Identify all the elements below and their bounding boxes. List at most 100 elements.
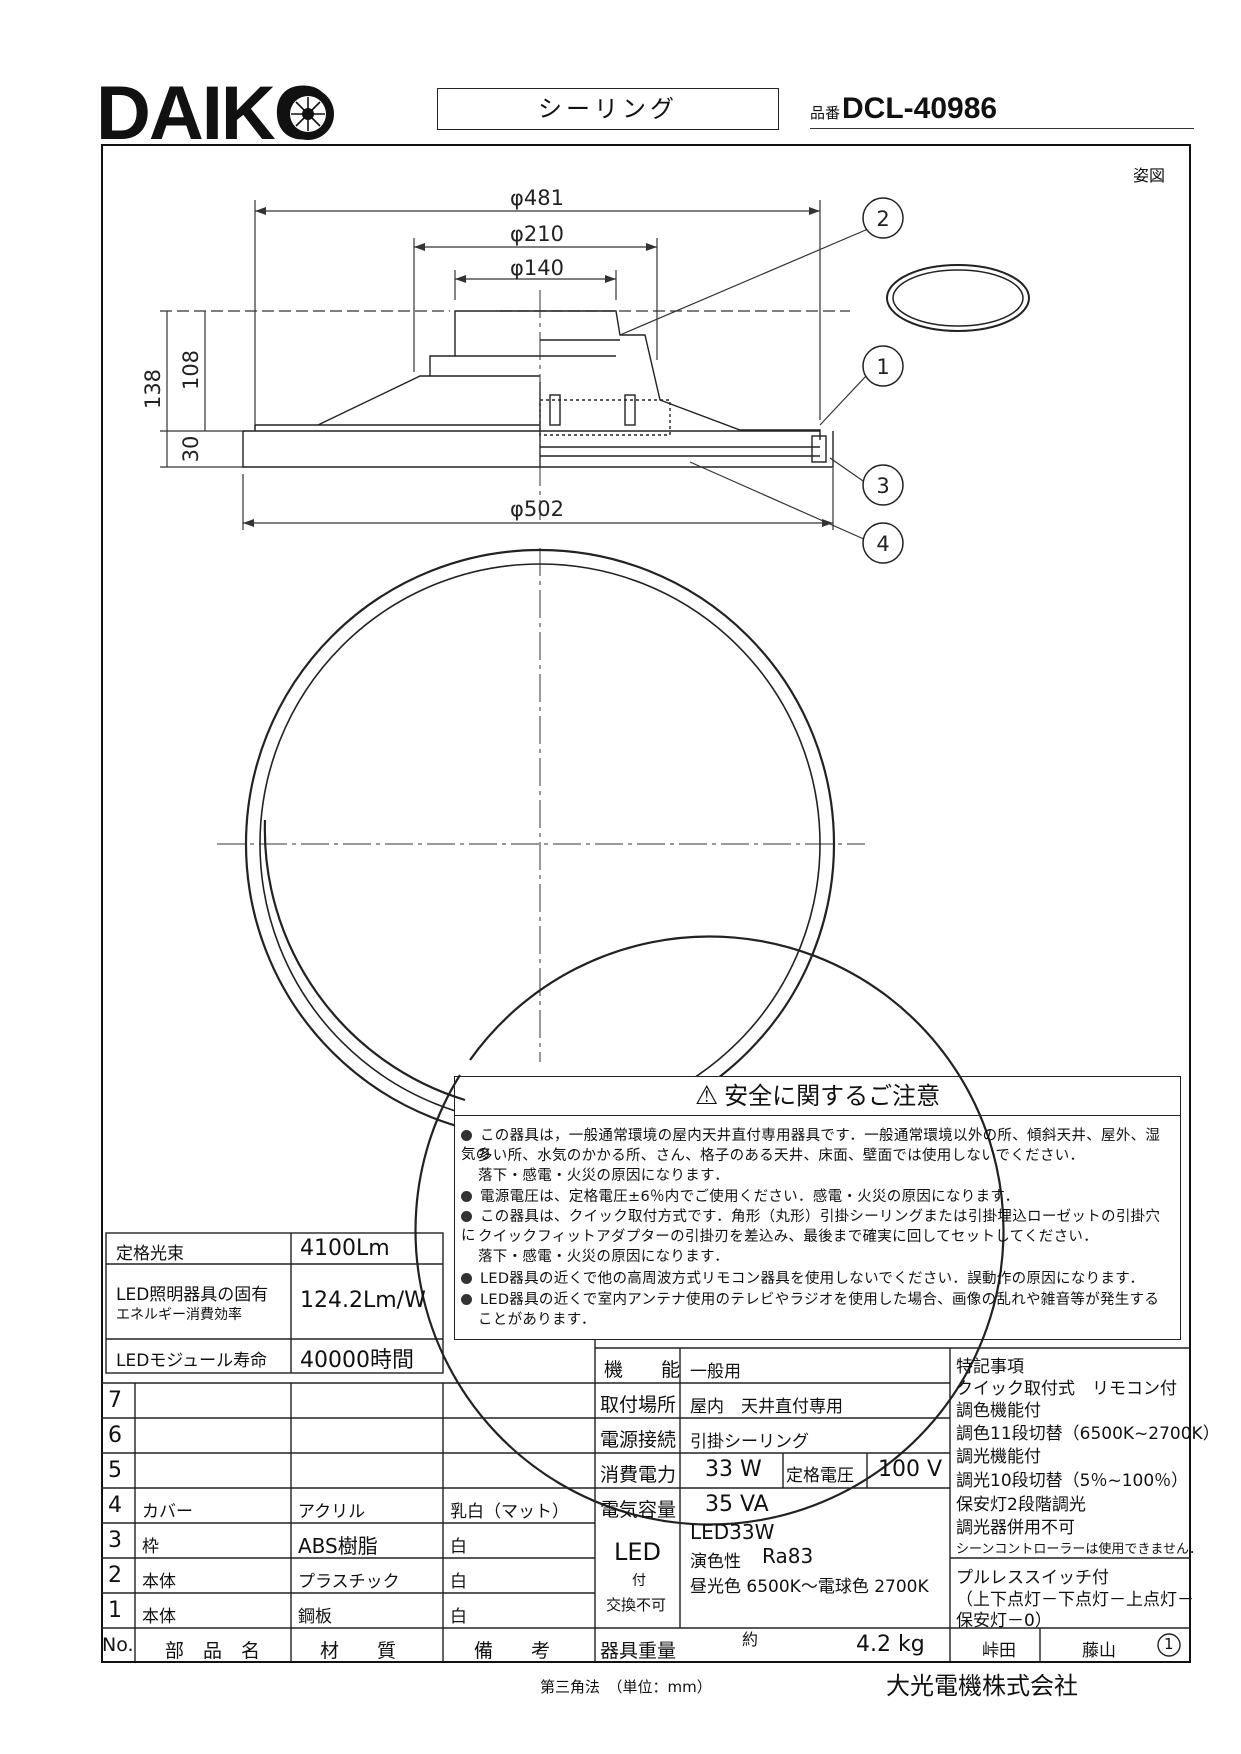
bullet-icon xyxy=(461,1130,472,1141)
part-name: 本体 xyxy=(142,1572,176,1592)
led-line2a: 演色性 xyxy=(690,1552,741,1572)
remark-line: 調光10段切替（5％~100％） xyxy=(956,1471,1189,1491)
part-no: 5 xyxy=(108,1458,122,1483)
product-type-box: シーリング xyxy=(437,88,779,130)
lifetime-label: LEDモジュール寿命 xyxy=(116,1351,268,1371)
safety-note: 落下・感電・火災の原因になります． xyxy=(478,1249,730,1265)
part-no: 6 xyxy=(108,1423,122,1448)
led-line1: LED33W xyxy=(690,1520,775,1544)
revision-number: 1 xyxy=(1164,1635,1174,1653)
col-note-header: 備 考 xyxy=(474,1640,551,1662)
part-material: プラスチック xyxy=(298,1572,400,1592)
model-number-field: 品番DCL-40986 xyxy=(810,92,1194,129)
company-name: 大光電機株式会社 xyxy=(886,1672,1078,1700)
model-number: DCL-40986 xyxy=(842,92,998,125)
lumen-value: 4100Lm xyxy=(300,1236,390,1261)
callout-3-label: 3 xyxy=(876,474,889,498)
part-note: 白 xyxy=(450,1537,467,1557)
part-name: 本体 xyxy=(142,1607,176,1627)
remark-line: 保安灯2段階調光 xyxy=(956,1495,1086,1515)
ring-perspective-icon xyxy=(886,264,1030,332)
drawing-frame xyxy=(101,144,1191,1663)
safety-note: LED器具の近くで他の高周波方式リモコン器具を使用しないでください．誤動作の原因… xyxy=(461,1270,1173,1289)
part-material: 鋼板 xyxy=(298,1607,332,1627)
dim-481: φ481 xyxy=(510,186,564,210)
dim-138: 138 xyxy=(141,369,165,409)
capacity-label: 電気容量 xyxy=(600,1499,677,1521)
part-no: 3 xyxy=(108,1528,122,1553)
revision-circle xyxy=(1157,1633,1181,1657)
callout-3 xyxy=(862,464,904,506)
part-note: 白 xyxy=(450,1572,467,1592)
bullet-icon xyxy=(461,1273,472,1284)
bullet-icon xyxy=(461,1294,472,1305)
part-name: 枠 xyxy=(142,1537,159,1557)
callout-4-label: 4 xyxy=(876,532,889,556)
callout-2 xyxy=(862,197,904,239)
model-prefix: 品番 xyxy=(810,104,841,122)
mount-value: 屋内 天井直付専用 xyxy=(690,1397,843,1417)
led-line3: 昼光色 6500K～電球色 2700K xyxy=(690,1577,929,1597)
consumption-label: 消費電力 xyxy=(600,1464,677,1486)
remark-line: 調光機能付 xyxy=(956,1447,1041,1467)
lumen-label: 定格光束 xyxy=(116,1244,184,1264)
remark-line: 調色11段切替（6500K~2700K） xyxy=(956,1424,1220,1444)
part-material: アクリル xyxy=(298,1502,366,1522)
weight-label: 器具重量 xyxy=(600,1640,677,1662)
logo-sun-icon xyxy=(282,88,334,140)
part-no: 2 xyxy=(108,1563,122,1588)
callout-2-label: 2 xyxy=(876,207,889,231)
efficiency-label-1: LED照明器具の固有 xyxy=(116,1285,269,1305)
part-name: カバー xyxy=(142,1502,193,1522)
safety-title: 安全に関するご注意 xyxy=(724,1082,941,1110)
mount-label: 取付場所 xyxy=(600,1394,677,1416)
consumption-value: 33 W xyxy=(705,1457,762,1482)
safety-note: クイックフィットアダプターの引掛刃を差込み、最後まで確実に回してセットしてくださ… xyxy=(478,1229,1099,1245)
callout-4 xyxy=(862,522,904,564)
part-no: 7 xyxy=(108,1388,122,1413)
led-sub2: 交換不可 xyxy=(606,1596,667,1614)
dim-502: φ502 xyxy=(510,497,564,521)
efficiency-value: 124.2Lm/W xyxy=(300,1288,426,1313)
remark-line: 調光器併用不可 xyxy=(956,1518,1075,1538)
part-note: 白 xyxy=(450,1607,467,1627)
safety-note: この器具は、クイック取付方式です．角形（丸形）引掛シーリングまたは引掛埋込ローゼ… xyxy=(461,1209,1161,1245)
dim-210: φ210 xyxy=(510,222,564,246)
safety-notice-heading: ⚠安全に関するご注意 xyxy=(454,1076,1181,1116)
safety-note: LED器具の近くで室内アンテナ使用のテレビやラジオを使用した場合、画像の乱れや雑… xyxy=(461,1291,1173,1310)
capacity-value: 35 VA xyxy=(705,1492,769,1517)
remark-line: シーンコントローラーは使用できません． xyxy=(956,1542,1202,1557)
part-note: 乳白（マット） xyxy=(450,1502,569,1522)
safety-note: ことがあります． xyxy=(478,1312,596,1328)
col-no-header: No. xyxy=(102,1634,134,1656)
part-material: ABS樹脂 xyxy=(298,1534,378,1558)
function-label: 機 能 xyxy=(604,1359,681,1381)
remarks-title: 特記事項 xyxy=(956,1357,1024,1377)
dim-30: 30 xyxy=(179,436,203,463)
performance-table xyxy=(105,1232,444,1374)
remark-line: プルレススイッチ付 xyxy=(956,1568,1109,1588)
col-part-header: 部 品 名 xyxy=(165,1640,261,1662)
voltage-value: 100 V xyxy=(878,1457,943,1482)
dim-108: 108 xyxy=(179,350,203,390)
power-conn-label: 電源接続 xyxy=(600,1429,677,1451)
dim-140: φ140 xyxy=(510,256,564,280)
side-elevation xyxy=(242,310,834,468)
remark-line: （上下点灯－下点灯－上点灯－ xyxy=(956,1590,1194,1610)
warning-icon: ⚠ xyxy=(694,1081,719,1111)
safety-note: 落下・感電・火災の原因になります． xyxy=(478,1168,730,1184)
power-conn-value: 引掛シーリング xyxy=(690,1432,809,1452)
bullet-icon xyxy=(461,1191,472,1202)
remark-line: 保安灯－0） xyxy=(956,1611,1052,1631)
led-line2b: Ra83 xyxy=(762,1544,814,1568)
safety-note: この器具は，一般通常環境の屋内天井直付専用器具です．一般通常環境以外の所、傾斜天… xyxy=(461,1128,1161,1164)
remark-line: クイック取付式 リモコン付 xyxy=(956,1379,1177,1399)
checked-by: 藤山 xyxy=(1082,1641,1116,1661)
remark-line: 調色機能付 xyxy=(956,1401,1041,1421)
weight-value: 4.2 kg xyxy=(856,1632,925,1657)
safety-note: 多い所、水気のかかる所、さん、格子のある天井、床面、壁面では使用しないでください… xyxy=(478,1148,1085,1164)
part-no: 1 xyxy=(108,1598,122,1623)
safety-note: 電源電圧は、定格電圧±6％内でご使用ください．感電・火災の原因になります． xyxy=(461,1188,1173,1207)
led-label: LED xyxy=(614,1538,662,1566)
